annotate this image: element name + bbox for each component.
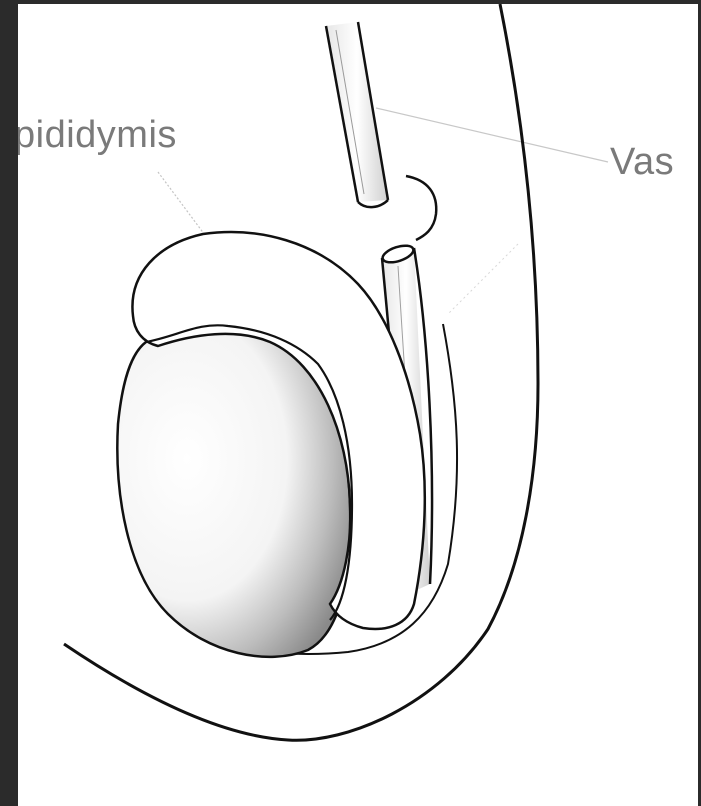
vas-leader-line: [376, 108, 608, 162]
epididymis-label: pididymis: [18, 114, 177, 157]
cut-bracket: [406, 176, 436, 240]
diagram-canvas: pididymis Vas: [18, 4, 698, 806]
vas-deferens-upper: [326, 22, 388, 207]
vas-lower-leader-line: [448, 244, 518, 314]
vas-label: Vas: [610, 141, 674, 184]
